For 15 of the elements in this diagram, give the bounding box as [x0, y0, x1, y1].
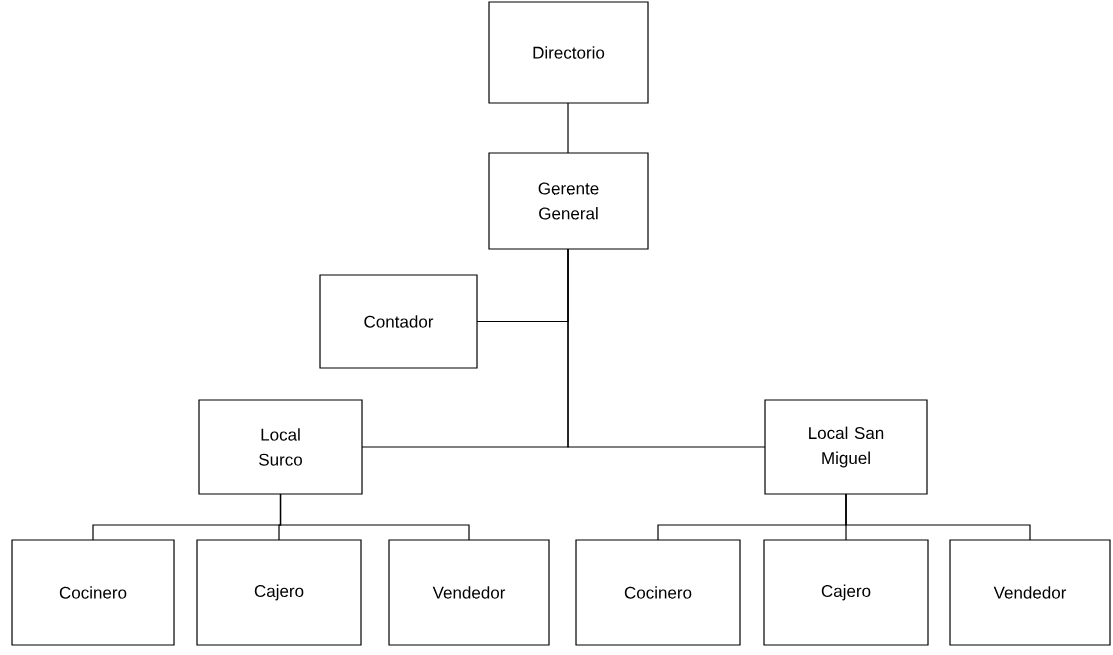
org-box: Gerente General	[488, 152, 649, 250]
org-box: Cocinero	[11, 539, 175, 646]
connector-line	[279, 493, 470, 541]
connector-line	[567, 102, 569, 154]
org-box: Cajero	[763, 539, 929, 646]
org-box: Directorio	[488, 1, 649, 104]
org-box: Vendedor	[949, 539, 1111, 646]
org-box: Cajero	[196, 539, 362, 646]
connector-line	[845, 493, 1031, 541]
org-box: Vendedor	[388, 539, 550, 646]
org-box: Contador	[319, 274, 478, 369]
org-box: Local Surco	[198, 399, 363, 495]
connector-line	[567, 248, 766, 448]
org-box: Local San Miguel	[764, 399, 928, 495]
org-box: Cocinero	[575, 539, 741, 646]
